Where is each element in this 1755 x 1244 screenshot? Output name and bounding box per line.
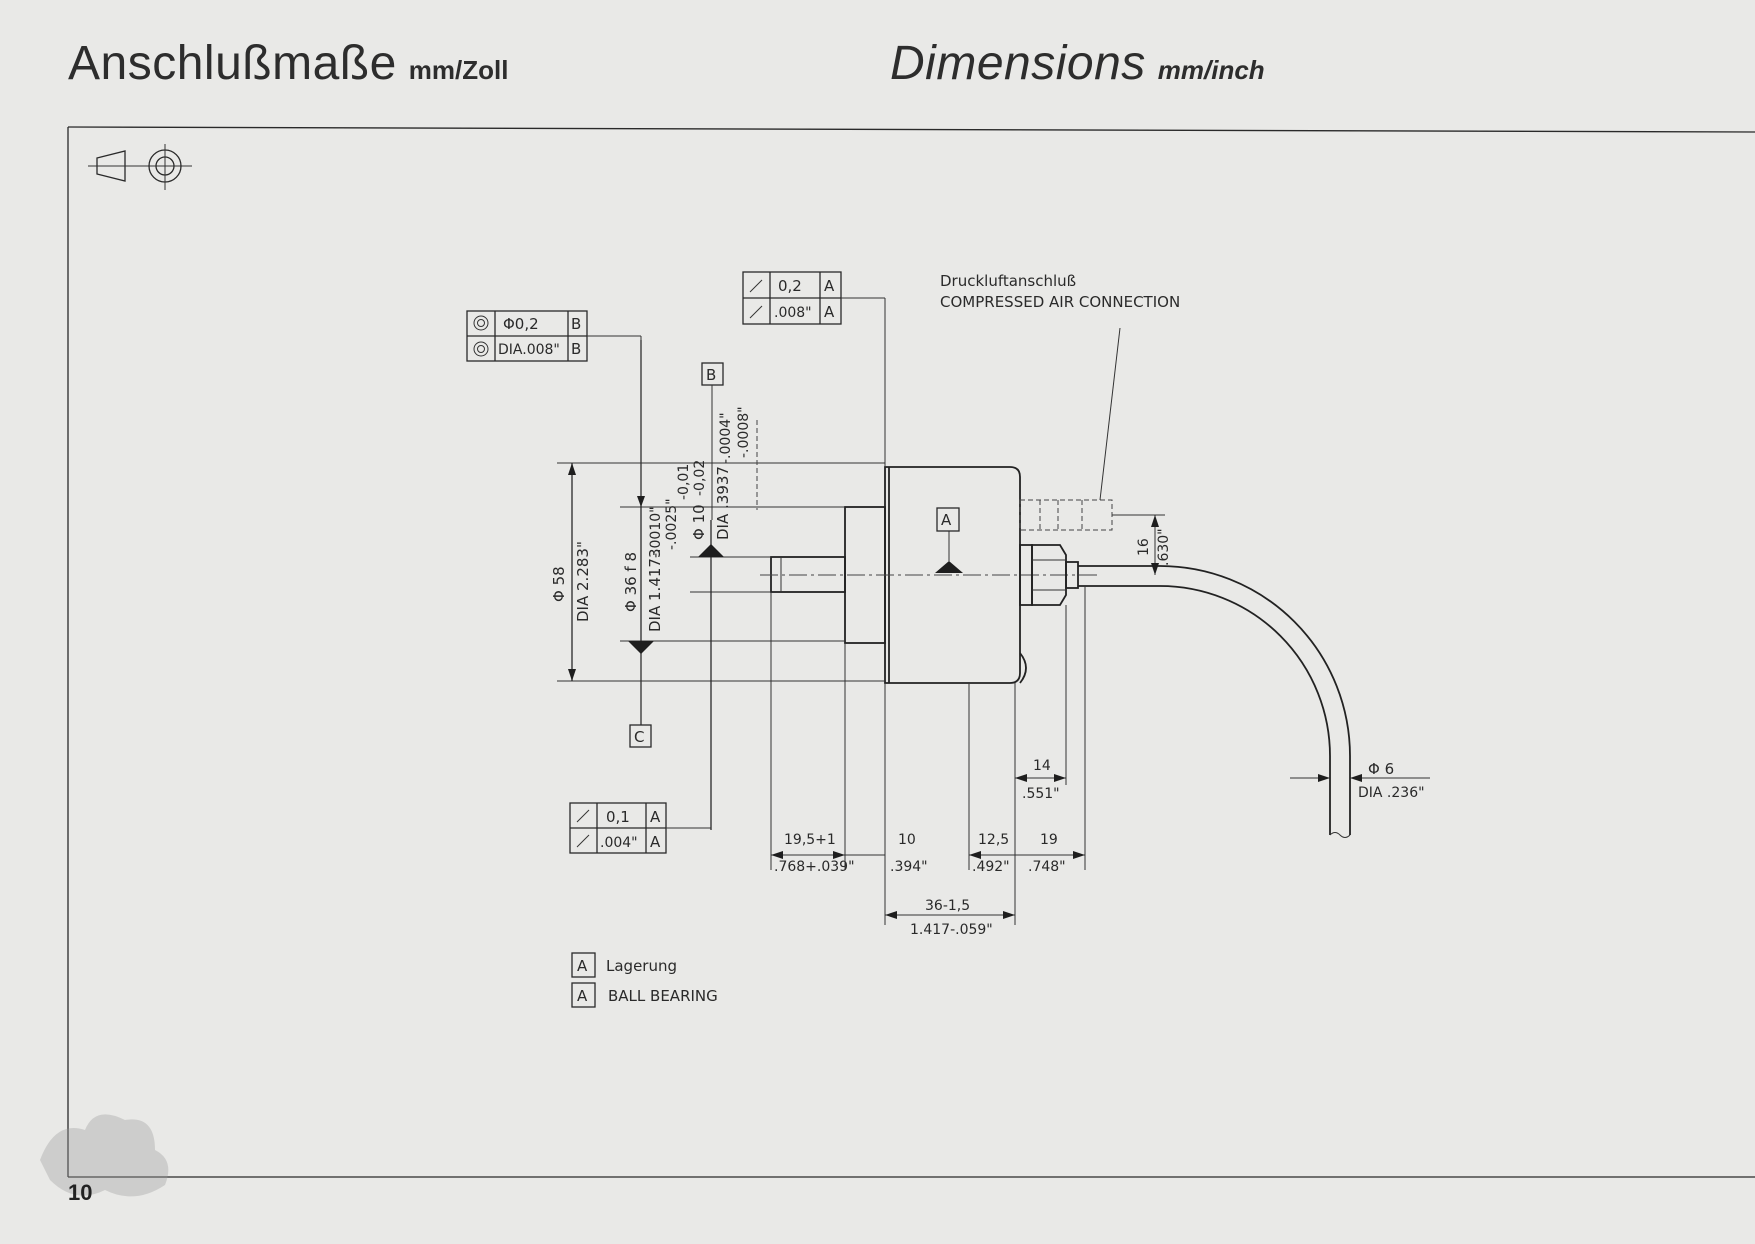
unit-german-text: mm/Zoll [408, 55, 509, 85]
svg-text:A: A [577, 987, 588, 1005]
svg-text:.008": .008" [774, 305, 812, 321]
dim-fitting-in: .551" [1022, 786, 1060, 802]
datum-a-box: A [936, 507, 960, 532]
dim-flange-tol-upper: -.0010" [648, 506, 664, 558]
dim-air-offset-in: .630" [1156, 528, 1172, 566]
dim-rear-mm: 19 [1040, 832, 1058, 848]
title-english-text: Dimensions [890, 37, 1146, 90]
dim-shaft-mm: Φ 10 [690, 504, 708, 540]
dim-outer-in: DIA 2.283" [574, 541, 592, 622]
dim-bearing-in: .492" [972, 859, 1010, 875]
title-german-text: Anschlußmaße [68, 37, 397, 90]
first-angle-projection-icon [88, 144, 192, 190]
dim-outer-mm: Φ 58 [550, 566, 568, 602]
svg-text:A: A [577, 957, 588, 975]
dim-shaft-in: DIA .3937 [714, 466, 732, 540]
dim-fitting-mm: 14 [1033, 758, 1051, 774]
svg-text:B: B [571, 340, 581, 358]
dim-flange-length-in: .394" [890, 859, 928, 875]
svg-text:0,1: 0,1 [606, 808, 630, 826]
dim-tube-in: DIA .236" [1358, 785, 1425, 801]
dim-shaft-length-mm: 19,5+1 [784, 832, 836, 848]
dim-flange-in: DIA 1.4173 [646, 549, 664, 633]
tolerance-frame-runout-bottom: 0,1 A .004" A [569, 802, 711, 854]
svg-text:DIA.008": DIA.008" [498, 342, 560, 358]
svg-text:B: B [571, 315, 581, 333]
datum-c-box: C [629, 654, 652, 748]
unit-english-text: mm/inch [1157, 55, 1265, 85]
dim-body-in: 1.417-.059" [910, 922, 993, 938]
legend-label-en: BALL BEARING [608, 987, 718, 1005]
dim-body-mm: 36-1,5 [925, 898, 970, 914]
air-connection-label-en: COMPRESSED AIR CONNECTION [940, 293, 1180, 311]
air-connection-fitting [1019, 499, 1113, 606]
svg-text:B: B [706, 366, 716, 384]
tolerance-frame-runout-top: 0,2 A .008" A [742, 271, 886, 467]
ink-stamp-mark [40, 1114, 169, 1197]
tolerance-frame-concentricity: Φ0,2 B DIA.008" B [466, 310, 642, 496]
svg-text:A: A [824, 303, 835, 321]
datum-b-box: B [701, 362, 724, 520]
svg-text:C: C [634, 728, 644, 746]
svg-text:0,2: 0,2 [778, 277, 802, 295]
air-tube [1078, 565, 1351, 838]
dim-shaft-tol-upper: -0,01 [676, 464, 692, 500]
dim-shaft-tol-lower: -0,02 [692, 460, 708, 496]
page-number: 10 [68, 1180, 93, 1205]
dim-air-offset-mm: 16 [1136, 538, 1152, 556]
legend-label-de: Lagerung [606, 957, 677, 975]
svg-text:Φ0,2: Φ0,2 [503, 315, 539, 333]
encoder-body [760, 466, 1100, 684]
svg-text:A: A [941, 511, 952, 529]
dim-flange-mm: Φ 36 f 8 [622, 552, 640, 612]
dim-shaft-in-tol-lower: -.0008" [736, 406, 752, 458]
svg-text:A: A [824, 277, 835, 295]
dim-flange-length-mm: 10 [898, 832, 916, 848]
svg-text:A: A [650, 808, 661, 826]
svg-text:A: A [650, 833, 661, 851]
frame-top-line [67, 126, 1755, 133]
dim-flange-tol-lower: -.0025" [664, 498, 680, 550]
page-title-german: Anschlußmaße mm/Zoll [68, 36, 508, 91]
dim-tube-mm: Φ 6 [1368, 760, 1394, 778]
page-title-english: Dimensions mm/inch [890, 36, 1265, 91]
svg-text:.004": .004" [600, 835, 638, 851]
air-connection-label-de: Druckluftanschluß [940, 272, 1076, 290]
dim-shaft-in-tol-upper: -.0004" [718, 412, 734, 464]
dim-bearing-mm: 12,5 [978, 832, 1009, 848]
legend: A Lagerung A BALL BEARING [571, 952, 718, 1008]
dim-shaft-length-in: .768+.039" [774, 859, 855, 875]
dim-rear-in: .748" [1028, 859, 1066, 875]
